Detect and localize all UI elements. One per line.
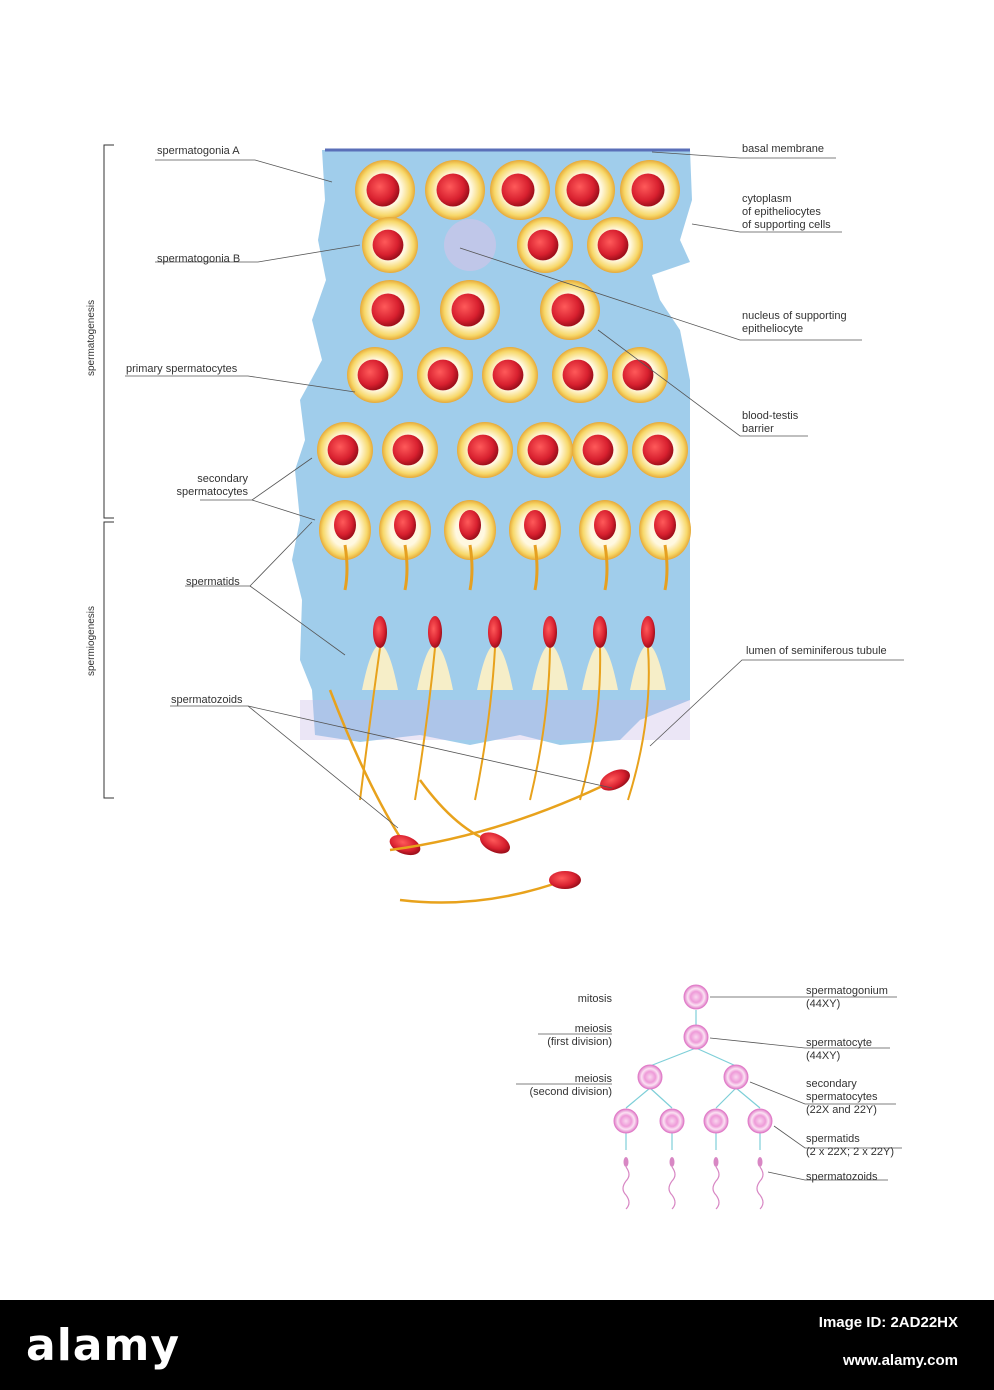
image-id: Image ID: 2AD22HX [818,1314,958,1331]
label-spermatids: spermatids [186,576,240,588]
site-url: www.alamy.com [842,1352,958,1369]
label-secondary-spermatocytes: secondary spermatocytes [176,473,248,498]
lineage-cell [613,1108,639,1134]
germ-cell [632,422,688,478]
label-nucleus-supporting: nucleus of supporting epitheliocyte [742,310,847,335]
lineage-spermatozoid [668,1157,676,1210]
label-cytoplasm: cytoplasm of epitheliocytes of supportin… [742,193,831,231]
elongated-spermatid [414,616,453,801]
lineage-spermatids: spermatids (2 x 22X; 2 x 22Y) [806,1133,895,1158]
spermiogenesis-label: spermiogenesis [86,605,97,676]
spermatozoon [389,769,630,852]
germ-cell [517,422,573,478]
lineage-cell [659,1108,685,1134]
germ-cell [347,347,403,403]
label-spermatogonia-b: spermatogonia B [157,253,241,265]
germ-cell [620,160,680,220]
lineage-cell [683,984,709,1010]
label-blood-testis-barrier: blood-testis barrier [742,410,799,435]
elongated-spermatid [529,616,568,801]
lineage-cell [683,1024,709,1050]
spermatid [444,500,496,591]
germ-cell [555,160,615,220]
germ-cell [360,280,420,340]
spermatogenesis-label: spermatogenesis [86,299,97,376]
germ-cell [517,217,573,273]
label-lumen: lumen of seminiferous tubule [746,645,887,657]
elongated-spermatid [474,616,513,801]
label-basal-membrane: basal membrane [742,143,824,155]
germ-cell [425,160,485,220]
germ-cell [552,347,608,403]
spermatid [509,500,561,591]
spermatozoon [418,779,510,854]
spermatid [379,500,431,591]
section-brackets [103,144,114,799]
brand-logo: alamy [26,1320,180,1371]
spermatid [639,500,691,591]
lineage-spermatozoid [622,1157,630,1210]
elongated-spermatid [627,616,666,801]
label-spermatozoids: spermatozoids [171,694,243,706]
germ-cell [362,217,418,273]
germ-cell [440,280,500,340]
lineage-spermatozoid [756,1157,764,1210]
lineage-meiosis-second: meiosis (second division) [529,1073,612,1098]
supporting-nucleus [444,219,496,271]
germ-cell [612,347,668,403]
lineage-spermatogonium: spermatogonium (44XY) [806,985,888,1010]
germ-cell [482,347,538,403]
germ-cell [417,347,473,403]
label-spermatogonia-a: spermatogonia A [157,145,240,157]
spermatozoa [328,616,666,904]
germ-cell [540,280,600,340]
label-primary-spermatocytes: primary spermatocytes [126,363,238,375]
lineage-cell [723,1064,749,1090]
lineage-meiosis-first: meiosis (first division) [547,1023,612,1048]
lineage-mitosis: mitosis [577,993,612,1005]
germ-cell [490,160,550,220]
stock-footer: alamy Image ID: 2AD22HX www.alamy.com [0,1300,994,1390]
lineage-cell [703,1108,729,1134]
germ-cell [457,422,513,478]
lineage-spermatozoids: spermatozoids [806,1171,878,1183]
germ-cell [587,217,643,273]
leader-lines [125,151,904,829]
spermatozoon [399,871,581,904]
elongated-spermatid [359,616,398,801]
germ-cells [317,160,691,591]
seminiferous-epithelium-illustration [103,144,904,1210]
lineage-cell [747,1108,773,1134]
germ-cell [317,422,373,478]
lineage-spermatocyte: spermatocyte (44XY) [806,1037,873,1062]
germ-cell [572,422,628,478]
spermatid [319,500,371,591]
lineage-secondary-spermatocytes: secondary spermatocytes (22X and 22Y) [806,1078,878,1116]
lineage-cell [637,1064,663,1090]
lineage-tree [516,984,902,1210]
germ-cell [382,422,438,478]
lineage-spermatozoid [712,1157,720,1210]
spermatid [579,500,631,591]
germ-cell [355,160,415,220]
